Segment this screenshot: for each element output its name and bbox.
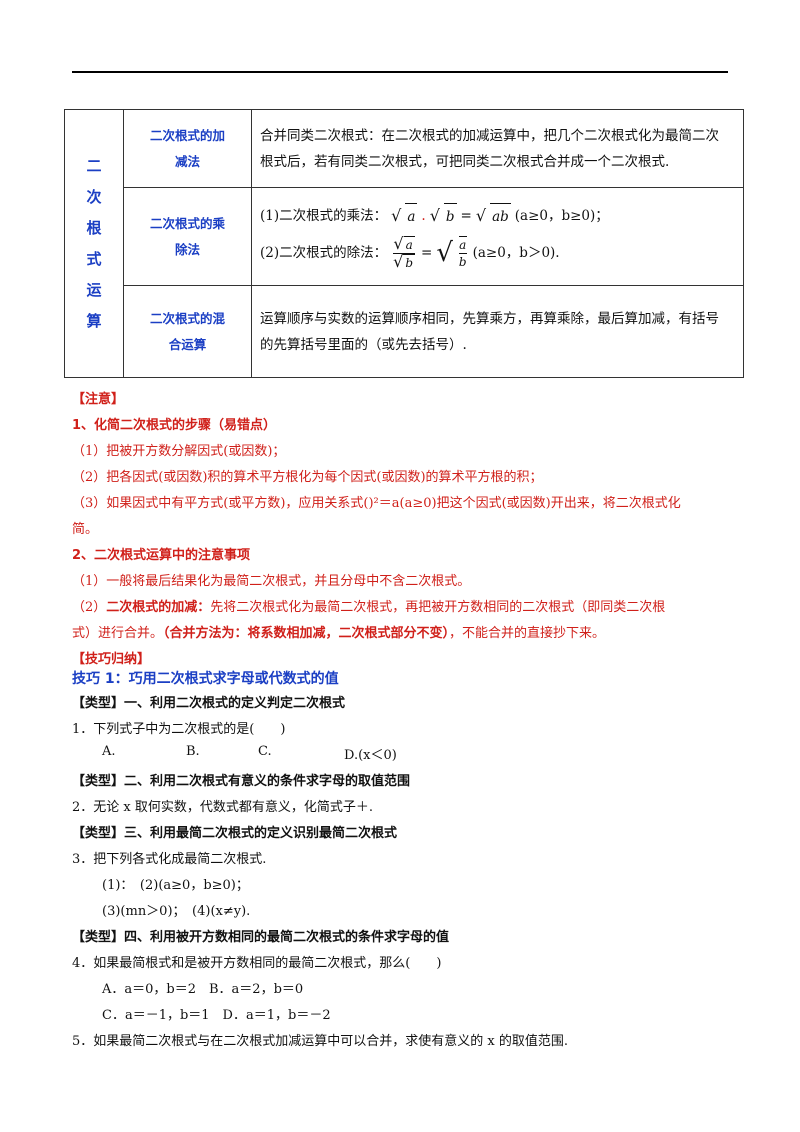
note-item: （1）把被开方数分解因式(或因数)； [72,444,286,459]
note-item: （3）如果因式中有平方式(或平方数)，应用关系式()²＝a(a≥0)把这个因式(… [72,496,681,511]
sqrt-icon: √ [436,238,453,268]
notes-heading-2: 2、二次根式运算中的注意事项 [72,548,251,563]
question-4-options: C．a＝－1，b＝1 D．a＝1，b＝－2 [102,1008,331,1023]
desc-mixed-operations: 运算顺序与实数的运算顺序相同，先算乘方，再算乘除，最后算加减，有括号 的先算括号… [251,285,744,378]
type-heading: 【类型】二、利用二次根式有意义的条件求字母的取值范围 [72,774,411,789]
topic-mixed-operations: 二次根式的混 合运算 [123,285,252,378]
question-3: 3．把下列各式化成最简二次根式. [72,852,267,867]
desc-multiply-divide: (1)二次根式的乘法： √a . √b = √ab (a≥0，b≥0)； (2)… [251,187,744,286]
question-5: 5．如果最简二次根式与在二次根式加减运算中可以合并，求使有意义的 x 的取值范围… [72,1034,569,1049]
note-item: （2）二次根式的加减：先将二次根式化为最简二次根式，再把被开方数相同的二次根式（… [72,600,666,615]
topic-add-subtract: 二次根式的加 减法 [123,109,252,188]
question-3-line: (1)： (2)(a≥0，b≥0)； [102,878,249,893]
note-item: （2）把各因式(或因数)积的算术平方根化为每个因式(或因数)的算术平方根的积； [72,470,543,485]
question-1: 1．下列式子中为二次根式的是( ) [72,722,286,737]
divide-rule: (2)二次根式的除法： √a √b = √ a b (a≥0，b＞0). [260,233,560,271]
tips-title: 【技巧归纳】 [72,652,151,667]
tip-heading: 技巧 1：巧用二次根式求字母或代数式的值 [72,671,339,687]
multiply-rule: (1)二次根式的乘法： √a . √b = √ab (a≥0，b≥0)； [260,202,735,230]
side-label: 二 次 根 式 运 算 [64,109,124,378]
top-rule [72,71,728,73]
type-heading: 【类型】三、利用最简二次根式的定义识别最简二次根式 [72,826,398,841]
tips-section: 【技巧归纳】 技巧 1：巧用二次根式求字母或代数式的值 【类型】一、利用二次根式… [72,648,732,1049]
fraction-sqrt-a-over-sqrt-b: √a √b [393,233,416,271]
fraction-a-over-b: a b [458,236,467,269]
sqrt-icon: √ [393,233,404,253]
notes-section: 【注意】 1、化简二次根式的步骤（易错点） （1）把被开方数分解因式(或因数)；… [72,388,732,648]
notes-heading-1: 1、化简二次根式的步骤（易错点） [72,418,277,433]
sqrt-icon: √ [393,251,404,271]
sqrt-icon: √ [391,206,402,225]
desc-add-subtract: 合并同类二次根式：在二次根式的加减运算中，把几个二次根式化为最简二次 根式后，若… [251,109,744,188]
note-item: （1）一般将最后结果化为最简二次根式，并且分母中不含二次根式。 [72,574,471,589]
question-2: 2．无论 x 取何实数，代数式都有意义，化简式子＋. [72,800,373,815]
topic-multiply-divide: 二次根式的乘 除法 [123,187,252,286]
question-4: 4．如果最简根式和是被开方数相同的最简二次根式，那么( ) [72,956,442,971]
sqrt-icon: √ [475,206,487,225]
note-item: 简。 [72,522,99,537]
note-item: 式）进行合并。（合并方法为：将系数相加减，二次根式部分不变），不能合并的直接抄下… [72,626,606,641]
question-3-line: (3)(mn＞0)； (4)(x≠y). [102,904,251,919]
sqrt-icon: √ [429,206,440,225]
question-4-options: A．a＝0，b＝2 B．a＝2，b＝0 [102,982,304,997]
notes-title: 【注意】 [72,392,125,407]
type-heading: 【类型】四、利用被开方数相同的最简二次根式的条件求字母的值 [72,930,450,945]
summary-table: 二 次 根 式 运 算 二次根式的加 减法 合并同类二次根式：在二次根式的加减运… [64,109,744,378]
type-heading: 【类型】一、利用二次根式的定义判定二次根式 [72,696,346,711]
